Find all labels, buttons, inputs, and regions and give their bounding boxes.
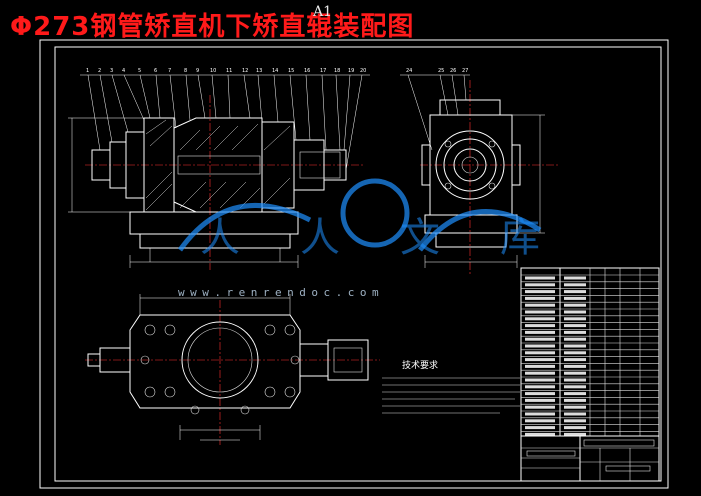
parts-list	[520, 267, 660, 437]
watermark-logo-mark	[177, 178, 542, 252]
parts-list-cell-text	[525, 432, 555, 436]
parts-list-cell-text	[564, 392, 586, 396]
balloon-number: 27	[462, 68, 468, 74]
parts-list-cell-text	[525, 364, 555, 368]
balloon-number: 2	[98, 68, 101, 74]
parts-list-cell-text	[525, 330, 555, 334]
tech-requirements-heading: 技术要求	[402, 361, 439, 371]
parts-list-cell-text	[525, 283, 555, 287]
parts-list-cell-text	[525, 296, 555, 300]
parts-list-cell-text	[564, 432, 586, 436]
drawing-title: Φ273钢管矫直机下矫直辊装配图	[10, 12, 415, 42]
parts-list-cell-text	[564, 405, 586, 409]
watermark-logo-text: 人人文库	[200, 215, 600, 261]
parts-list-cell-text	[564, 317, 586, 321]
balloon-number: 19	[348, 68, 354, 74]
parts-list-cell-text	[525, 398, 555, 402]
parts-list-cell-text	[525, 419, 555, 423]
balloon-number: 24	[406, 68, 412, 74]
outer-frame	[39, 39, 669, 489]
sheet-size-label: A1	[313, 4, 333, 20]
watermark-url: www.renrendoc.com	[178, 286, 385, 299]
parts-list-cell-text	[564, 324, 586, 328]
balloon-number: 14	[272, 68, 278, 74]
parts-list-cell-text	[525, 371, 555, 375]
parts-list-cell-text	[525, 317, 555, 321]
balloon-number: 6	[154, 68, 157, 74]
balloon-number: 16	[304, 68, 310, 74]
balloon-number: 15	[288, 68, 294, 74]
parts-list-cell-text	[564, 378, 586, 382]
balloon-number: 20	[360, 68, 366, 74]
parts-list-cell-text	[525, 310, 555, 314]
parts-list-cell-text	[564, 385, 586, 389]
balloon-number: 17	[320, 68, 326, 74]
parts-list-cell-text	[564, 364, 586, 368]
parts-list-cell-text	[525, 392, 555, 396]
balloon-number: 10	[210, 68, 216, 74]
parts-list-cell-text	[564, 310, 586, 314]
parts-list-cell-text	[525, 344, 555, 348]
parts-list-cell-text	[525, 385, 555, 389]
parts-list-cell-text	[525, 324, 555, 328]
parts-list-cell-text	[564, 371, 586, 375]
balloon-number: 11	[226, 68, 232, 74]
parts-list-cell-text	[525, 412, 555, 416]
parts-list-cell-text	[564, 426, 586, 430]
parts-list-cell-text	[525, 303, 555, 307]
parts-list-cell-text	[564, 358, 586, 362]
parts-list-rows	[521, 274, 659, 436]
parts-list-cell-text	[525, 405, 555, 409]
tech-requirements-lines	[382, 377, 520, 414]
parts-list-cell-text	[564, 296, 586, 300]
balloon-number: 5	[138, 68, 141, 74]
parts-list-cell-text	[525, 337, 555, 341]
parts-list-cell-text	[525, 426, 555, 430]
balloon-number: 1	[86, 68, 89, 74]
balloon-number: 12	[242, 68, 248, 74]
title-block	[520, 435, 660, 482]
parts-list-cell-text	[564, 276, 586, 280]
parts-list-cell-text	[564, 412, 586, 416]
balloon-number: 26	[450, 68, 456, 74]
front-section-view	[68, 74, 370, 270]
parts-list-cell-text	[564, 337, 586, 341]
balloon-number: 4	[122, 68, 125, 74]
parts-list-cell-text	[564, 283, 586, 287]
parts-list-cell-text	[564, 303, 586, 307]
inner-frame	[54, 46, 662, 482]
parts-list-cell-text	[564, 344, 586, 348]
top-view	[85, 294, 380, 445]
parts-list-cell-text	[525, 290, 555, 294]
parts-list-cell-text	[525, 276, 555, 280]
parts-list-cell-text	[525, 351, 555, 355]
parts-list-cell-text	[564, 290, 586, 294]
parts-list-cell-text	[564, 398, 586, 402]
parts-list-cell-text	[525, 358, 555, 362]
parts-list-cell-text	[564, 351, 586, 355]
balloon-number: 9	[196, 68, 199, 74]
balloon-number: 3	[110, 68, 113, 74]
balloon-number: 25	[438, 68, 444, 74]
parts-list-cell-text	[564, 419, 586, 423]
parts-list-cell-text	[564, 330, 586, 334]
balloon-number: 13	[256, 68, 262, 74]
balloon-number: 8	[184, 68, 187, 74]
parts-list-cell-text	[525, 378, 555, 382]
side-view	[400, 74, 560, 275]
balloon-number: 7	[168, 68, 171, 74]
balloon-number: 18	[334, 68, 340, 74]
